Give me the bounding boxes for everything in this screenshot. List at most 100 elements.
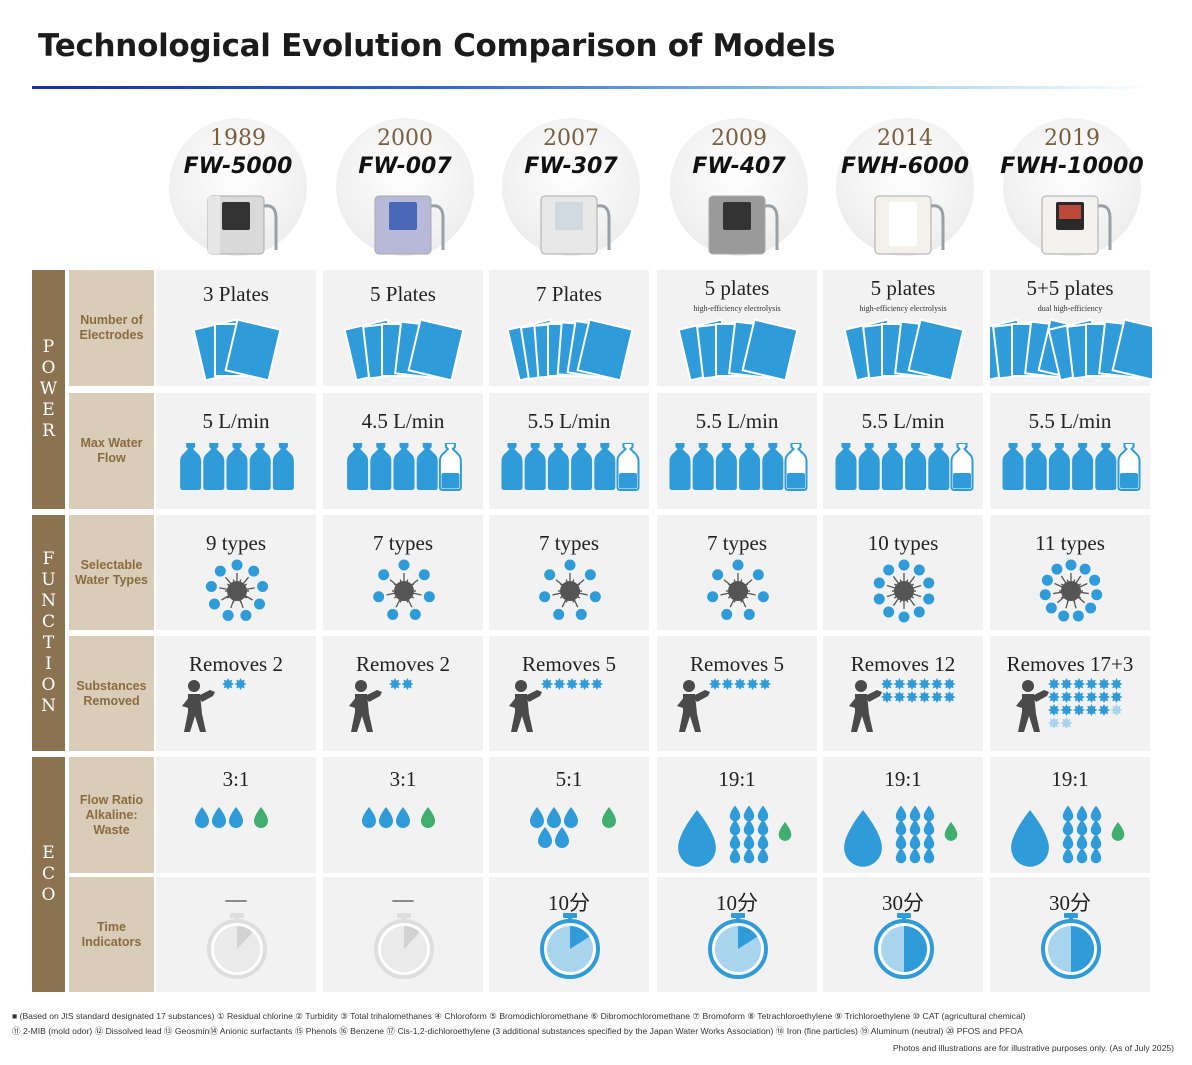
alkaline-drop-icon bbox=[1090, 819, 1102, 836]
alkaline-drop-icon bbox=[743, 847, 755, 864]
removed-substance-icon bbox=[1085, 704, 1098, 716]
cell-value: 11 types bbox=[1035, 531, 1105, 555]
cell-value: Removes 17+3 bbox=[1006, 652, 1134, 676]
alkaline-drop-icon bbox=[538, 827, 552, 848]
water-bottle-icon bbox=[347, 443, 369, 490]
alkaline-drop-icon bbox=[895, 819, 907, 836]
electrode-plates-icon bbox=[990, 318, 1152, 382]
removed-substance-icon bbox=[578, 678, 591, 690]
cell-value: 5.5 L/min bbox=[1028, 409, 1112, 433]
alkaline-drop-icon bbox=[212, 807, 226, 828]
water-drop-icon bbox=[195, 807, 268, 828]
water-bottle-icon bbox=[762, 443, 784, 490]
removed-substance-icon bbox=[1060, 717, 1073, 729]
comparison-cell: 7 types bbox=[657, 515, 817, 630]
water-drop-icon bbox=[678, 805, 792, 867]
water-types-molecule-icon bbox=[707, 559, 769, 620]
alkaline-drop-icon bbox=[757, 833, 769, 850]
electrode-plate bbox=[407, 318, 465, 382]
group-letter: O bbox=[41, 885, 56, 905]
cell-value: 7 types bbox=[538, 531, 600, 555]
cell-value: 3:1 bbox=[222, 767, 250, 791]
comparison-cell: Removes 17+3 bbox=[990, 636, 1150, 751]
footnote-line-1: ■ (Based on JIS standard designated 17 s… bbox=[12, 1011, 1026, 1021]
group-letter: U bbox=[41, 570, 56, 590]
row-label: Flow Ratio Alkaline: Waste bbox=[69, 757, 154, 873]
water-drop-icon bbox=[844, 805, 958, 867]
water-bottle-icon bbox=[835, 443, 857, 490]
water-bottle-icon bbox=[501, 443, 523, 490]
comparison-cell: 3 Plates bbox=[156, 270, 316, 386]
comparison-cell: — bbox=[156, 877, 316, 992]
alkaline-drop-icon bbox=[555, 827, 569, 848]
model-year: 1989 bbox=[210, 126, 266, 151]
cell-value: 10分 bbox=[548, 891, 590, 915]
water-bottle-icon bbox=[1048, 443, 1070, 490]
alkaline-drop-icon bbox=[757, 805, 769, 822]
water-ionizer-device-icon bbox=[207, 195, 278, 255]
alkaline-drop-icon bbox=[1062, 805, 1074, 822]
alkaline-drop-icon bbox=[895, 847, 907, 864]
alkaline-drop-icon bbox=[909, 819, 921, 836]
water-bottle-icon bbox=[370, 443, 392, 490]
alkaline-drop-icon bbox=[1090, 833, 1102, 850]
alkaline-drop-icon bbox=[396, 807, 410, 828]
comparison-cell: 7 types bbox=[489, 515, 649, 630]
removed-substance-icon bbox=[759, 678, 771, 690]
cell-value: Removes 2 bbox=[356, 652, 450, 676]
fighter-figure-icon bbox=[1016, 680, 1049, 732]
comparison-cell: Removes 2 bbox=[323, 636, 483, 751]
alkaline-drop-icon bbox=[1076, 819, 1088, 836]
fighter-figure-icon bbox=[849, 680, 882, 732]
stopwatch-icon bbox=[874, 913, 934, 979]
group-letter: N bbox=[41, 591, 56, 611]
alkaline-drop-icon bbox=[909, 833, 921, 850]
water-types-molecule-icon bbox=[873, 559, 935, 623]
removed-substance-icon bbox=[734, 678, 746, 690]
water-bottle-icon bbox=[501, 443, 640, 491]
alkaline-drop-icon bbox=[678, 810, 716, 867]
alkaline-drop-icon bbox=[743, 833, 755, 850]
removed-substance-icon bbox=[401, 678, 414, 690]
electrode-plates-icon bbox=[192, 318, 282, 382]
water-bottle-icon bbox=[249, 443, 271, 490]
removed-substance-icon bbox=[234, 678, 247, 690]
comparison-cell: 5:1 bbox=[489, 757, 649, 873]
comparison-cell: 11 types bbox=[990, 515, 1150, 630]
water-bottle-icon bbox=[393, 443, 415, 490]
water-bottle-icon bbox=[835, 443, 974, 491]
model-name: FW-5000 bbox=[183, 154, 293, 179]
cell-value: 5 L/min bbox=[202, 409, 270, 433]
elapsed-sector bbox=[738, 926, 758, 949]
alkaline-drop-icon bbox=[1090, 847, 1102, 864]
removed-substance-icon bbox=[906, 678, 918, 690]
alkaline-drop-icon bbox=[1076, 833, 1088, 850]
comparison-cell: 3:1 bbox=[323, 757, 483, 873]
electrode-plates-icon bbox=[506, 318, 634, 382]
removed-substance-icon bbox=[721, 678, 734, 690]
model-year: 2009 bbox=[711, 126, 767, 151]
water-bottle-icon bbox=[1002, 443, 1024, 490]
water-ionizer-device-icon bbox=[374, 195, 445, 255]
water-types-molecule-icon bbox=[373, 559, 435, 620]
comparison-cell: 19:1 bbox=[990, 757, 1150, 873]
title-underline bbox=[32, 86, 1152, 89]
group-letter: T bbox=[42, 633, 55, 653]
group-letter: W bbox=[39, 379, 58, 399]
stopwatch-icon bbox=[1041, 913, 1101, 979]
removed-substance-icon bbox=[746, 678, 759, 690]
water-ionizer-device-icon bbox=[874, 195, 945, 255]
comparison-cell: 10 types bbox=[823, 515, 983, 630]
elapsed-sector bbox=[1071, 926, 1094, 972]
water-bottle-icon bbox=[1002, 443, 1141, 491]
water-bottle-icon bbox=[739, 443, 761, 490]
water-types-molecule-icon bbox=[539, 559, 601, 620]
fighter-figure-icon bbox=[509, 680, 542, 732]
comparison-cell: 30分 bbox=[990, 877, 1150, 992]
group-letter: C bbox=[41, 864, 55, 884]
water-bottle-icon bbox=[950, 443, 974, 491]
cell-value: 5.5 L/min bbox=[527, 409, 611, 433]
fighter-figure-icon bbox=[677, 680, 710, 732]
